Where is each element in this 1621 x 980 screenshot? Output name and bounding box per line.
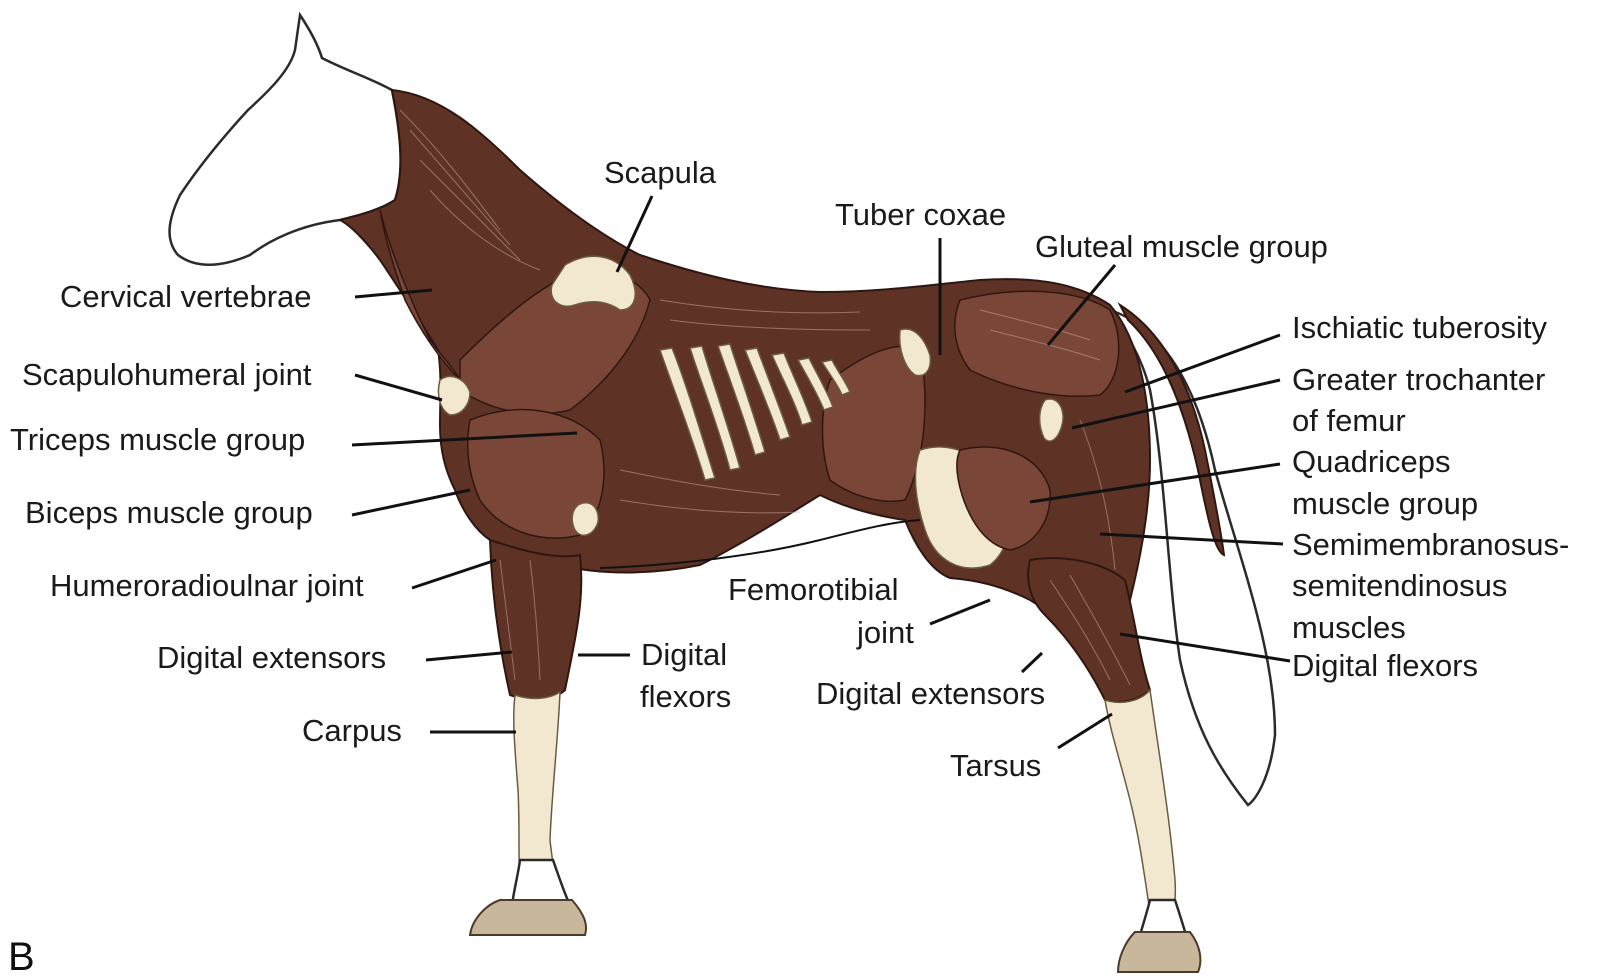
labels: Scapula Tuber coxae Gluteal muscle group…	[8, 155, 1569, 979]
label-humeroradioulnar: Humeroradioulnar joint	[50, 568, 364, 603]
label-digital-flexors-fore-2: flexors	[640, 679, 731, 714]
label-carpus: Carpus	[302, 713, 402, 748]
leader-scapulohumeral	[355, 375, 442, 400]
label-biceps: Biceps muscle group	[25, 495, 313, 530]
label-semi-1: Semimembranosus-	[1292, 527, 1569, 562]
label-quadriceps-1: Quadriceps	[1292, 444, 1451, 479]
elbow-bone	[572, 503, 598, 536]
fore-hoof	[470, 900, 586, 935]
label-greater-trochanter-1: Greater trochanter	[1292, 362, 1545, 397]
label-quadriceps-2: muscle group	[1292, 486, 1478, 521]
label-digital-extensors-fore: Digital extensors	[157, 640, 386, 675]
leader-digital-extensors-fore	[426, 652, 512, 660]
hind-hoof	[1118, 932, 1200, 972]
label-scapula: Scapula	[604, 155, 717, 190]
fore-pastern	[512, 860, 570, 905]
leader-biceps	[352, 490, 470, 515]
label-triceps: Triceps muscle group	[10, 422, 305, 457]
label-semi-2: semitendinosus	[1292, 568, 1507, 603]
label-gluteal: Gluteal muscle group	[1035, 229, 1328, 264]
label-scapulohumeral-joint: Scapulohumeral joint	[22, 357, 312, 392]
leader-digital-extensors-hind	[1022, 653, 1042, 672]
leader-humeroradioulnar	[412, 560, 496, 588]
label-semi-3: muscles	[1292, 610, 1406, 645]
label-ischiatic-tuberosity: Ischiatic tuberosity	[1292, 310, 1547, 345]
label-digital-flexors-hind: Digital flexors	[1292, 648, 1478, 683]
label-digital-extensors-hind: Digital extensors	[816, 676, 1045, 711]
forelimb-lower	[514, 692, 560, 880]
label-digital-flexors-fore-1: Digital	[641, 637, 727, 672]
hindlimb-lower	[1105, 690, 1175, 912]
leader-femorotibial	[930, 600, 990, 624]
label-femorotibial-1: Femorotibial	[728, 572, 899, 607]
label-femorotibial-2: joint	[856, 615, 914, 650]
leader-tarsus	[1058, 714, 1112, 748]
label-tuber-coxae: Tuber coxae	[835, 197, 1006, 232]
label-tarsus: Tarsus	[950, 748, 1041, 783]
label-greater-trochanter-2: of femur	[1292, 403, 1406, 438]
panel-letter: B	[8, 935, 35, 979]
label-cervical-vertebrae: Cervical vertebrae	[60, 279, 312, 314]
hind-pastern	[1140, 900, 1186, 935]
